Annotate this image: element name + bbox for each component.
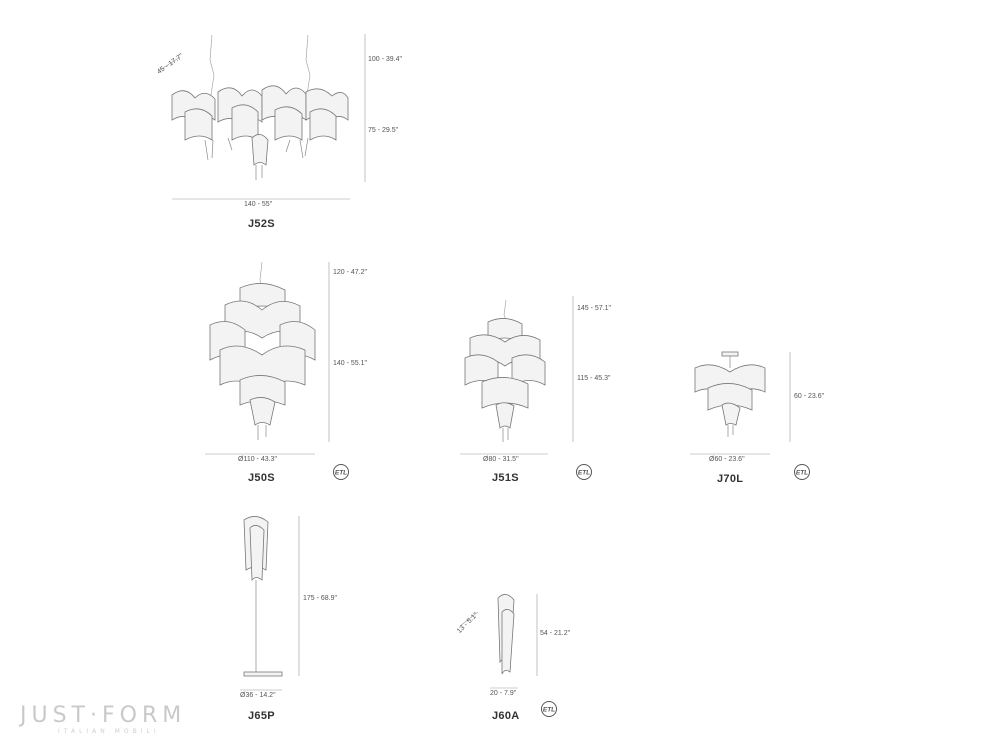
etl-listed-icon: ETL — [541, 701, 557, 717]
j50s-drawing — [209, 261, 316, 440]
svg-text:ETL: ETL — [578, 470, 590, 477]
j60a-model-label: J60A — [492, 710, 520, 722]
j50s-model-label: J50S — [248, 472, 275, 484]
j51s-height-top: 145 - 57.1" — [577, 305, 612, 312]
j52s-height-top: 100 - 39.4" — [368, 56, 403, 63]
brand-watermark: JUST·FORM — [20, 703, 187, 728]
j60a-drawing — [497, 594, 515, 675]
j70l-drawing — [694, 351, 766, 437]
j51s-drawing — [464, 299, 546, 442]
dimension-lines — [159, 34, 791, 691]
j70l-model-label: J70L — [717, 473, 744, 485]
etl-listed-icon: ETL — [333, 464, 349, 480]
j65p-diameter: Ø36 - 14.2" — [240, 692, 276, 699]
j50s-height-body: 140 - 55.1" — [333, 360, 368, 367]
j51s-diameter: Ø80 - 31.5" — [483, 456, 519, 463]
j52s-width: 140 - 55" — [244, 201, 273, 208]
j52s-height-body: 75 - 29.5" — [368, 127, 399, 134]
svg-text:ETL: ETL — [796, 470, 808, 477]
j51s-height-body: 115 - 45.3" — [577, 375, 611, 382]
j51s-model-label: J51S — [492, 472, 519, 484]
j52s-drawing — [171, 34, 349, 180]
etl-listed-icon: ETL — [576, 464, 592, 480]
j60a-width: 20 - 7.9" — [490, 690, 517, 697]
svg-text:ETL: ETL — [335, 470, 347, 477]
etl-listed-icon: ETL — [794, 464, 810, 480]
j65p-drawing — [243, 516, 283, 677]
j70l-height: 60 - 23.6" — [794, 393, 825, 400]
j65p-height: 175 - 68.9" — [303, 595, 338, 602]
j50s-height-top: 120 - 47.2" — [333, 269, 368, 276]
svg-text:ETL: ETL — [543, 707, 555, 714]
j50s-diameter: Ø110 - 43.3" — [238, 456, 277, 463]
j52s-model-label: J52S — [248, 218, 275, 230]
j60a-height: 54 - 21.2" — [540, 630, 571, 637]
j70l-diameter: Ø60 - 23.6" — [709, 456, 745, 463]
j65p-model-label: J65P — [248, 710, 275, 722]
brand-tagline: ITALIAN MOBILI — [58, 728, 160, 735]
